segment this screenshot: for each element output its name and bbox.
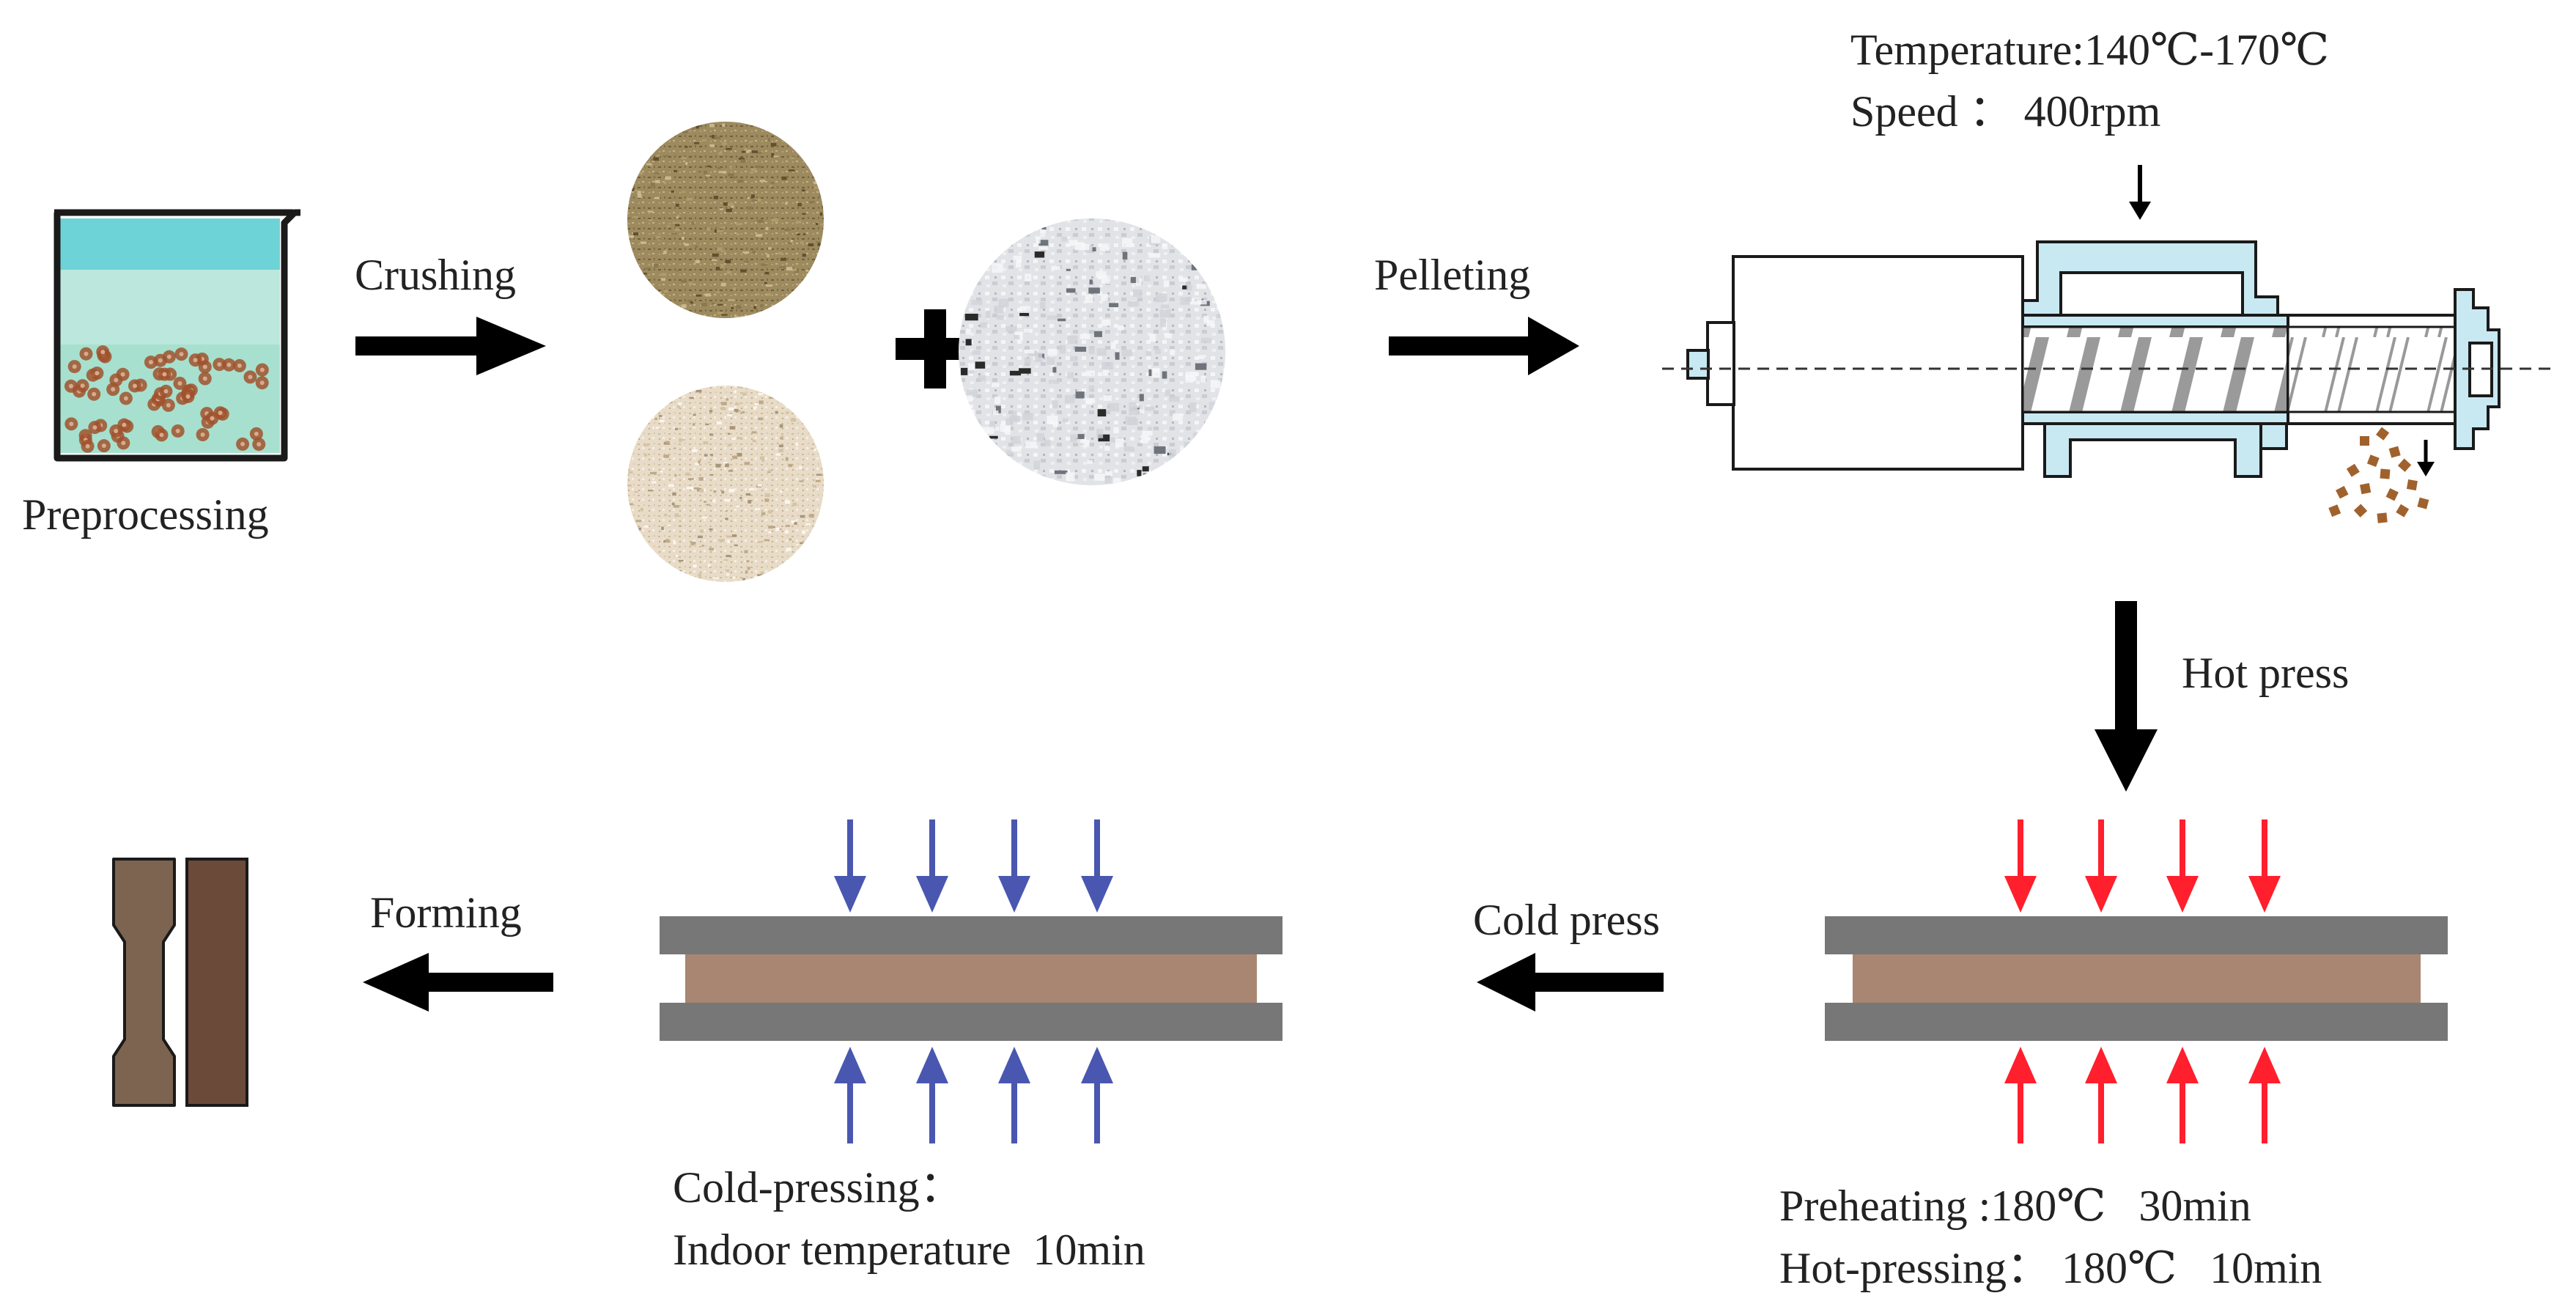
extruder-temperature: Temperature:140℃-170℃: [1850, 26, 2330, 74]
hot-press-arrow: [2095, 601, 2158, 792]
press-arrow-down-icon: [1081, 819, 1113, 913]
hot-pressing-param: Hot-pressing： 180℃ 10min: [1779, 1244, 2322, 1292]
press-arrow-up-icon: [1081, 1047, 1113, 1143]
extruder-speed: Speed ： 400rpm: [1850, 87, 2161, 136]
wood-powder-icon: [627, 122, 824, 318]
press-arrow-down-icon: [2004, 819, 2037, 913]
cold-press-arrow: [1477, 953, 1664, 1012]
preprocessing-label: Preprocessing: [22, 490, 269, 539]
preheating-param: Preheating :180℃ 30min: [1779, 1182, 2251, 1230]
press-arrow-down-icon: [916, 819, 948, 913]
hot-press-icon: [1825, 819, 2448, 1143]
cold-press-label: Cold press: [1473, 896, 1660, 944]
press-arrow-up-icon: [2085, 1047, 2117, 1143]
press-arrow-down-icon: [2166, 819, 2199, 913]
plastic-pellets-icon: [959, 218, 1225, 485]
press-arrow-down-icon: [2248, 819, 2281, 913]
cold-pressing-param-line1: Cold-pressing：: [673, 1163, 964, 1212]
rice-husk-powder-icon: [627, 386, 824, 582]
cold-press-icon: [660, 819, 1283, 1143]
forming-label: Forming: [370, 888, 522, 937]
cold-pressing-param-line2: Indoor temperature 10min: [673, 1226, 1145, 1274]
hot-press-label: Hot press: [2182, 649, 2350, 697]
crushing-arrow: [355, 317, 546, 375]
press-arrow-up-icon: [2166, 1047, 2199, 1143]
pelleting-arrow: [1389, 317, 1579, 375]
press-arrow-down-icon: [2085, 819, 2117, 913]
press-arrow-up-icon: [834, 1047, 866, 1143]
particles-icon: [64, 345, 269, 453]
press-arrow-up-icon: [916, 1047, 948, 1143]
press-arrow-up-icon: [2004, 1047, 2037, 1143]
forming-arrow: [363, 953, 553, 1012]
press-arrow-down-icon: [834, 819, 866, 913]
press-arrow-up-icon: [998, 1047, 1030, 1143]
extruder-icon: [1662, 165, 2558, 523]
specimens-icon: [112, 858, 248, 1107]
crushing-label: Crushing: [355, 251, 517, 299]
pelleting-label: Pelleting: [1374, 251, 1531, 299]
press-arrow-up-icon: [2248, 1047, 2281, 1143]
beaker-icon: [53, 209, 300, 462]
press-arrow-down-icon: [998, 819, 1030, 913]
